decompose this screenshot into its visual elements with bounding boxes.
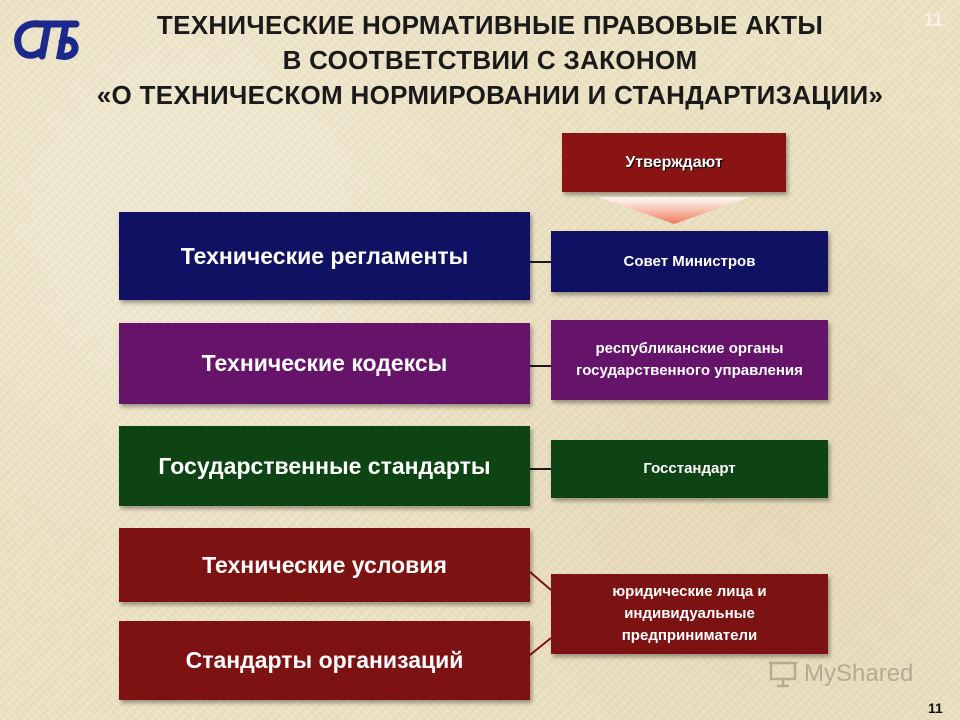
page-title-line-2: В СООТВЕТСТВИИ С ЗАКОНОМ	[282, 45, 698, 75]
authority-council-of-ministers: Совет Министров	[551, 231, 828, 292]
slide-number: 11	[928, 700, 943, 716]
act-state-standards: Государственные стандарты	[119, 426, 530, 506]
watermark-text: MyShared	[804, 660, 914, 687]
approve-box: Утверждают	[562, 133, 786, 192]
connector-4	[529, 571, 552, 591]
authority-gosstandart: Госстандарт	[551, 440, 828, 498]
myshared-watermark: MyShared	[768, 656, 938, 692]
approve-arrow	[598, 197, 750, 224]
corner-number: 11	[924, 10, 944, 30]
act-organization-standards: Стандарты организаций	[119, 621, 530, 700]
page-title-line-1: ТЕХНИЧЕСКИЕ НОРМАТИВНЫЕ ПРАВОВЫЕ АКТЫ	[156, 10, 824, 40]
act-technical-codes: Технические кодексы	[119, 323, 530, 404]
presentation-icon	[769, 661, 797, 688]
authority-republican-bodies: республиканские органы государственного …	[551, 320, 828, 400]
act-technical-conditions: Технические условия	[119, 528, 530, 602]
act-technical-regulations: Технические регламенты	[119, 212, 530, 300]
connector-5	[529, 637, 552, 656]
stb-logo	[14, 20, 80, 60]
authority-legal-entities: юридические лица и индивидуальные предпр…	[551, 574, 828, 654]
page-title-line-3: «О ТЕХНИЧЕСКОМ НОРМИРОВАНИИ И СТАНДАРТИЗ…	[96, 80, 884, 110]
